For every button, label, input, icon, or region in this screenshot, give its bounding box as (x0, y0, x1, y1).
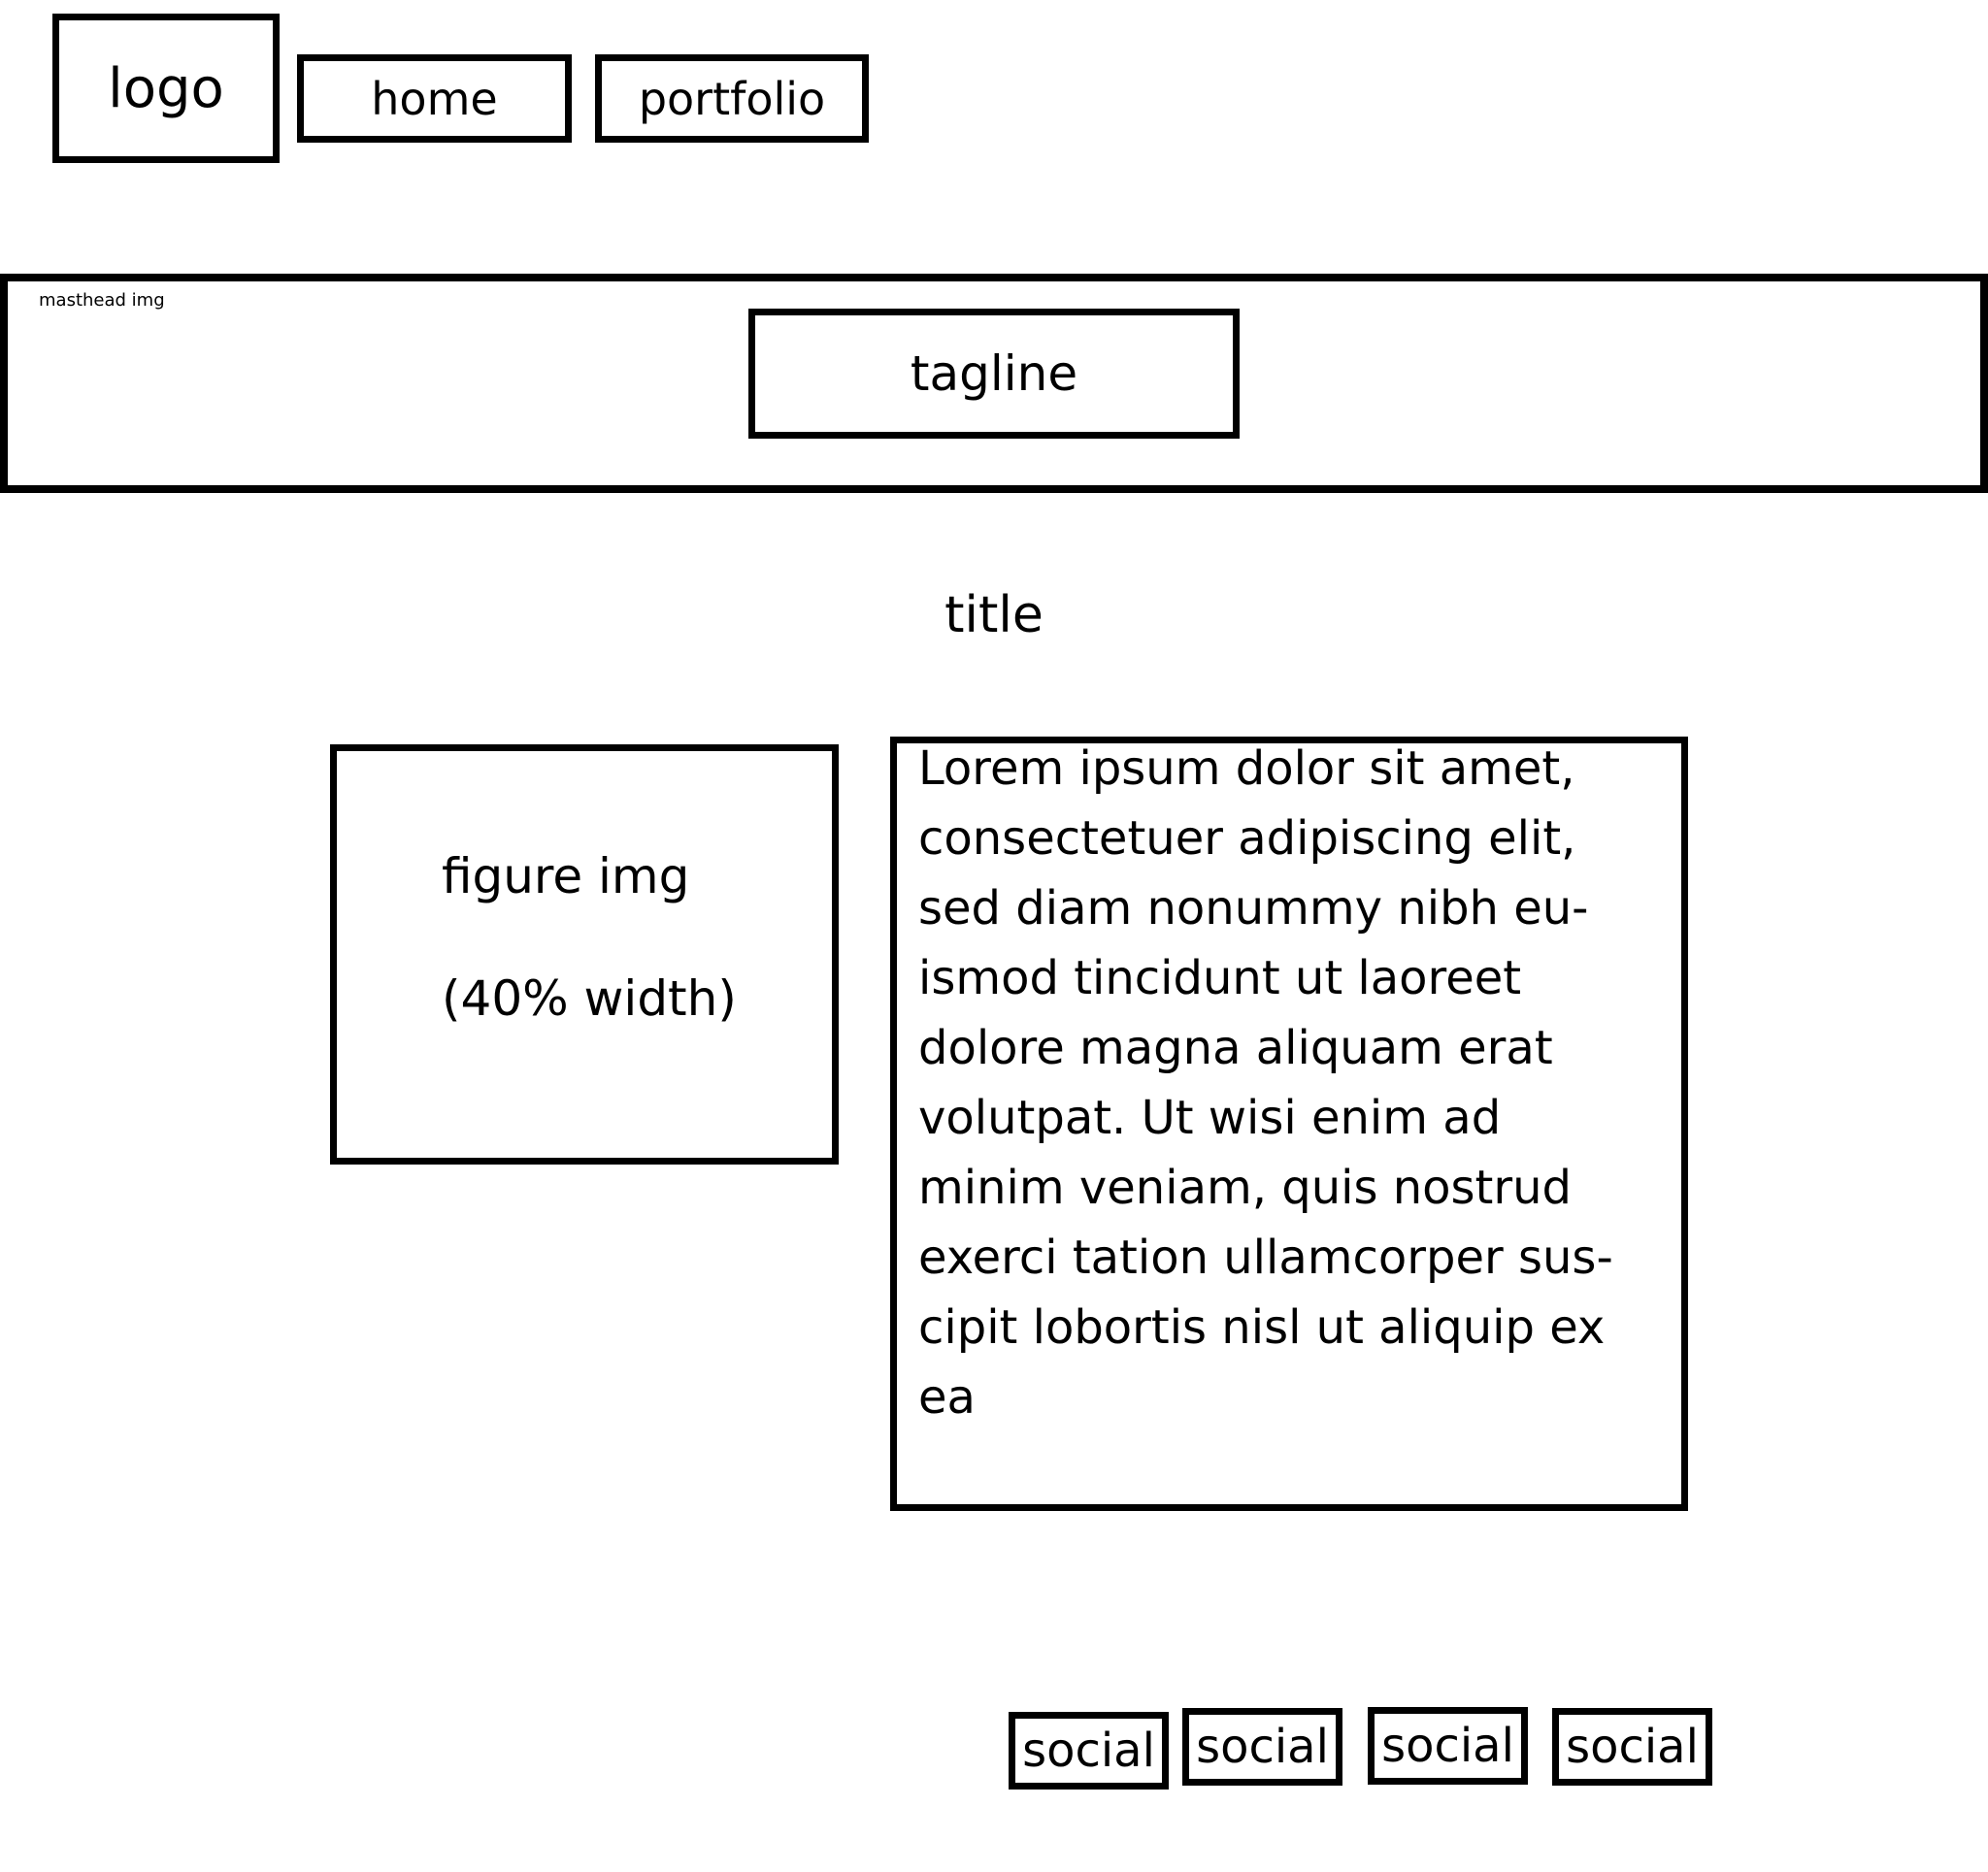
body-text-line: volutpat. Ut wisi enim ad (918, 1091, 1502, 1145)
figure-label-line-2: (40% width) (442, 970, 737, 1027)
nav-home-button[interactable]: home (297, 54, 572, 143)
social-label: social (1381, 1719, 1514, 1773)
body-text-box (890, 737, 1688, 1511)
nav-portfolio-button[interactable]: portfolio (595, 54, 869, 143)
body-text-line: cipit lobortis nisl ut aliquip ex (918, 1300, 1606, 1355)
body-text-line: ea (918, 1370, 976, 1425)
body-text-line: sed diam nonummy nibh eu- (918, 881, 1589, 936)
body-text-line: ismod tincidunt ut laoreet (918, 951, 1522, 1005)
nav-home-label: home (371, 72, 498, 125)
body-text-line: Lorem ipsum dolor sit amet, (918, 741, 1575, 796)
tagline-box: tagline (748, 309, 1240, 439)
page-title: title (944, 586, 1044, 644)
logo-placeholder[interactable]: logo (52, 14, 280, 163)
figure-image-placeholder (330, 744, 839, 1165)
social-label: social (1022, 1724, 1155, 1778)
body-text-line: exerci tation ullamcorper sus- (918, 1231, 1613, 1285)
body-text: Lorem ipsum dolor sit amet, consectetuer… (918, 734, 1666, 1432)
social-label: social (1566, 1720, 1699, 1774)
social-label: social (1196, 1720, 1329, 1774)
social-link-4[interactable]: social (1552, 1708, 1712, 1786)
figure-label: figure img (40% width) (442, 815, 737, 1060)
nav-portfolio-label: portfolio (638, 72, 826, 125)
logo-label: logo (108, 56, 224, 120)
social-link-3[interactable]: social (1368, 1707, 1528, 1785)
body-text-line: minim veniam, quis nostrud (918, 1161, 1572, 1215)
body-text-line: dolore magna aliquam erat (918, 1021, 1553, 1075)
tagline-label: tagline (910, 345, 1078, 402)
social-link-2[interactable]: social (1182, 1708, 1342, 1786)
social-link-1[interactable]: social (1009, 1712, 1169, 1790)
masthead-label: masthead img (39, 290, 165, 311)
body-text-line: consectetuer adipiscing elit, (918, 811, 1576, 866)
figure-label-line-1: figure img (442, 848, 690, 904)
